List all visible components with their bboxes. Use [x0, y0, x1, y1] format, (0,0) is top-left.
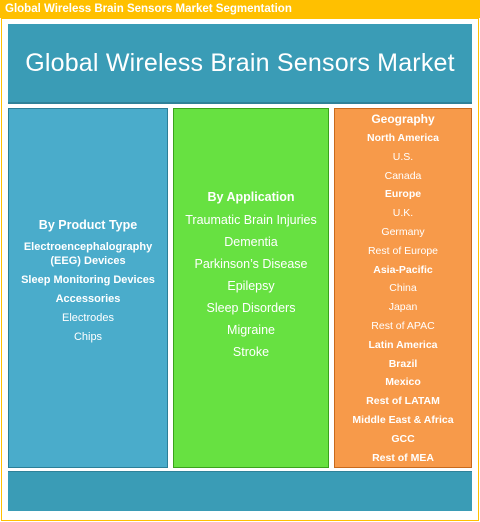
product-type-item: Electrodes	[62, 311, 114, 324]
geography-item: China	[389, 282, 417, 295]
product-type-item: Accessories	[55, 292, 121, 305]
application-item: Sleep Disorders	[206, 300, 296, 315]
market-header: Global Wireless Brain Sensors Market	[8, 24, 472, 104]
geography-item: Mexico	[385, 376, 421, 389]
geography-item: Latin America	[368, 338, 438, 351]
geography-item: Germany	[381, 225, 425, 238]
geography-item: Asia-Pacific	[373, 263, 433, 276]
geography-item: Rest of LATAM	[366, 395, 440, 408]
geography-item: Brazil	[388, 357, 418, 370]
geography-title: Geography	[371, 112, 435, 126]
geography-item: Rest of MEA	[372, 451, 434, 464]
geography-item: Rest of APAC	[371, 319, 435, 332]
geography-item: Middle East & Africa	[352, 413, 454, 426]
application-column: By Application Traumatic Brain Injuries …	[173, 108, 329, 468]
product-type-column: By Product Type Electroencephalography (…	[8, 108, 168, 468]
application-item: Migraine	[227, 322, 275, 337]
geography-item: Japan	[388, 301, 418, 314]
geography-column: Geography North America U.S. Canada Euro…	[334, 108, 472, 468]
application-item: Traumatic Brain Injuries	[185, 212, 317, 227]
geography-item: U.S.	[392, 150, 414, 163]
product-type-title: By Product Type	[38, 217, 138, 232]
segmentation-title: Global Wireless Brain Sensors Market Seg…	[5, 3, 292, 15]
market-title: Global Wireless Brain Sensors Market	[25, 48, 455, 77]
product-type-item: Electroencephalography (EEG) Devices	[23, 240, 153, 267]
segmentation-title-bar: Global Wireless Brain Sensors Market Seg…	[0, 0, 480, 18]
geography-item: GCC	[391, 432, 415, 445]
geography-item: U.K.	[392, 207, 414, 220]
geography-item: North America	[367, 132, 439, 144]
application-item: Parkinson’s Disease	[194, 256, 308, 271]
application-item: Stroke	[232, 344, 270, 359]
product-type-item: Sleep Monitoring Devices	[21, 273, 155, 286]
application-item: Dementia	[224, 234, 278, 249]
geography-item: Canada	[384, 169, 422, 182]
footer-band	[8, 471, 472, 511]
geography-item: Rest of Europe	[367, 244, 439, 257]
application-item: Epilepsy	[227, 278, 275, 293]
product-type-item: Chips	[73, 330, 103, 343]
application-title: By Application	[207, 189, 295, 204]
geography-item: Europe	[384, 188, 422, 201]
